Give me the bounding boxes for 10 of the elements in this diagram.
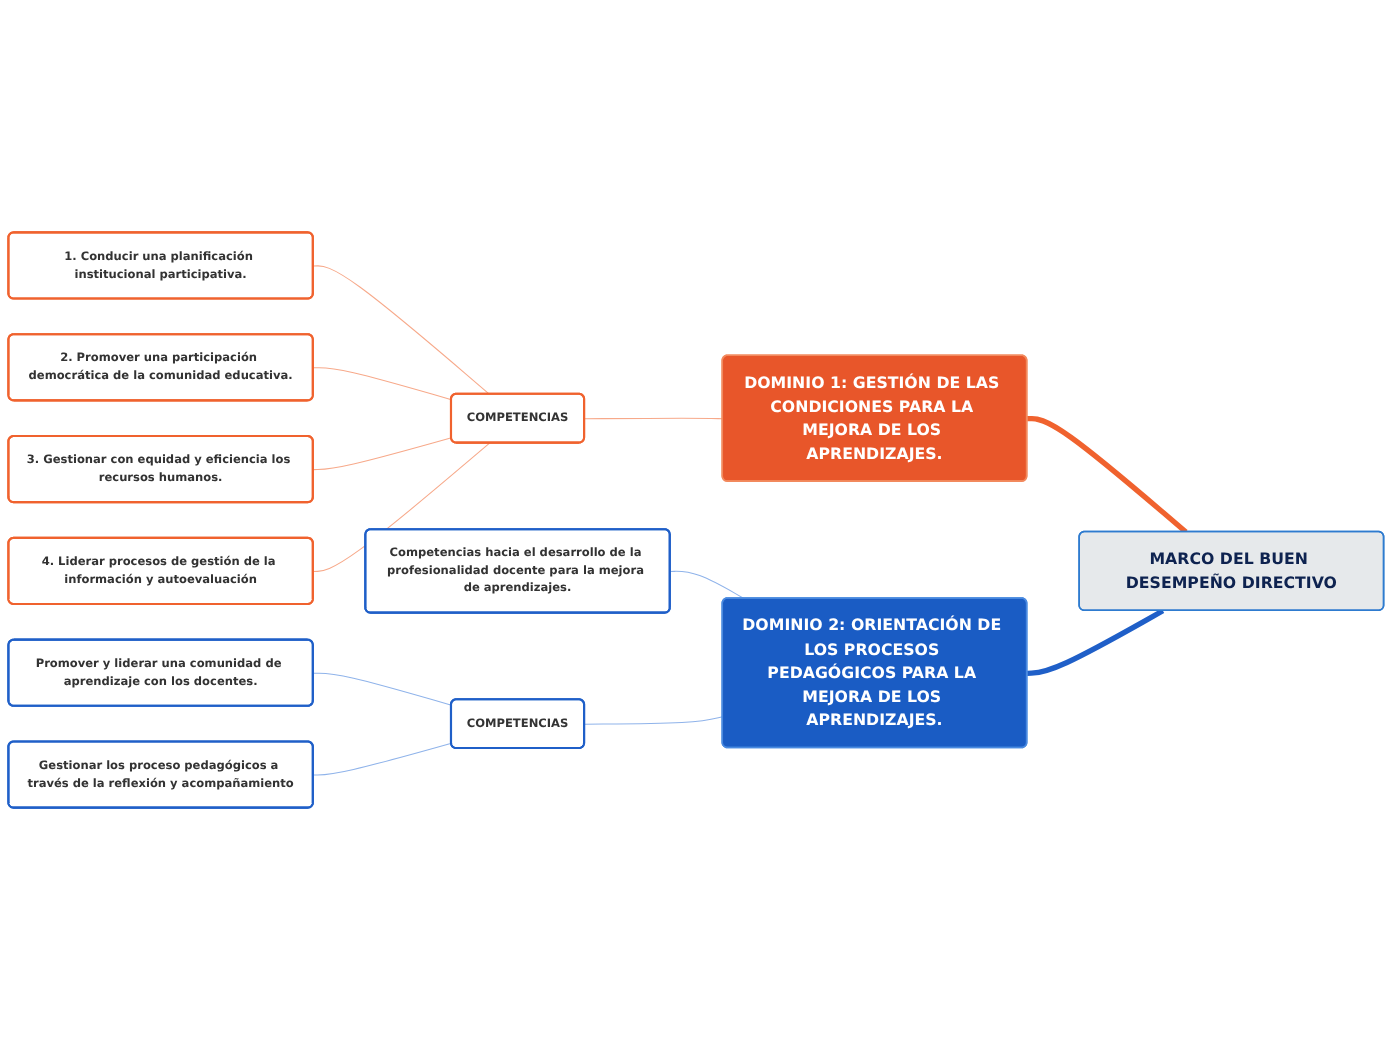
- connector: [1027, 608, 1165, 676]
- connector: [312, 672, 453, 706]
- connector: [669, 570, 745, 599]
- connector: [1027, 416, 1188, 535]
- connector: [312, 265, 491, 395]
- connector: [312, 367, 453, 401]
- connector: [312, 437, 453, 471]
- connector: [584, 417, 724, 420]
- connector: [584, 716, 724, 725]
- connector: [312, 742, 453, 776]
